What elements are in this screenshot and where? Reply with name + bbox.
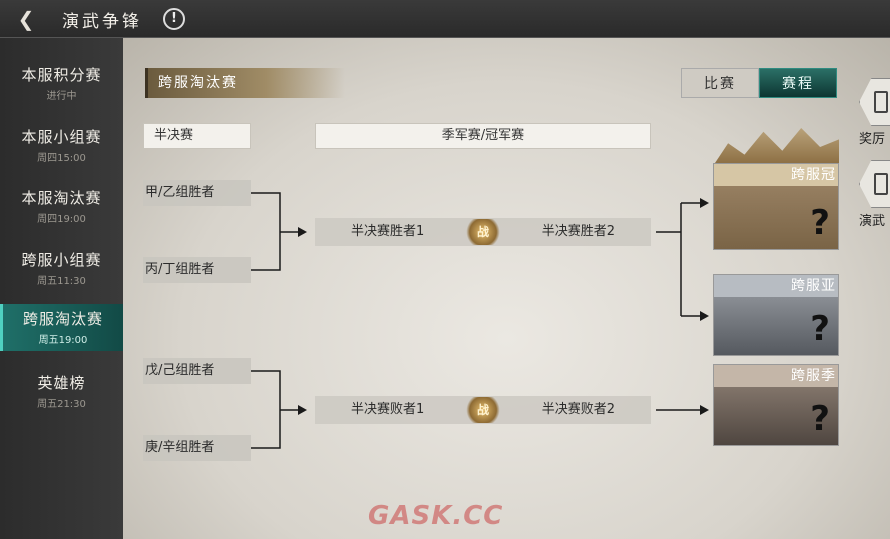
sidebar-item-hero-rank[interactable]: 英雄榜 周五21:30 <box>0 368 123 416</box>
rules-button-label: 演武 <box>859 214 886 229</box>
main-panel: 跨服淘汰赛 比赛 赛程 半决赛 季军赛/冠军赛 甲/乙组胜者 丙/丁组胜者 戊/… <box>123 38 890 539</box>
section-title: 跨服淘汰赛 <box>145 68 345 98</box>
semi-final-header: 半决赛 <box>143 123 251 149</box>
sidebar-item-label: 本服小组赛 <box>21 128 102 146</box>
page-title: 演武争锋 <box>62 12 142 32</box>
third-place-reward-card[interactable]: 跨服季 ? <box>713 364 839 446</box>
unknown-mark: ? <box>810 203 830 243</box>
sidebar-item-label: 跨服淘汰赛 <box>22 310 103 328</box>
rules-button[interactable]: 演武 <box>859 160 890 230</box>
sidebar: 本服积分赛 进行中 本服小组赛 周四15:00 本服淘汰赛 周四19:00 跨服… <box>0 38 123 539</box>
semi-slot-4: 庚/辛组胜者 <box>143 435 251 461</box>
sidebar-item-label: 英雄榜 <box>37 374 86 392</box>
reward-icon <box>859 78 890 126</box>
semi-slot-2: 丙/丁组胜者 <box>143 257 251 283</box>
runner-up-reward-card[interactable]: 跨服亚 ? <box>713 274 839 356</box>
sidebar-item-local-group[interactable]: 本服小组赛 周四15:00 <box>0 122 123 170</box>
sidebar-item-time: 周五19:00 <box>38 335 88 346</box>
chevron-left-icon: ❮ <box>17 7 35 31</box>
sidebar-item-cross-knockout[interactable]: 跨服淘汰赛 周五19:00 <box>0 304 123 351</box>
final-header: 季军赛/冠军赛 <box>315 123 651 149</box>
back-button[interactable]: ❮ <box>6 6 46 32</box>
tab-schedule[interactable]: 赛程 <box>759 68 837 98</box>
info-icon[interactable]: ! <box>163 8 185 30</box>
sidebar-item-label: 跨服小组赛 <box>21 251 102 269</box>
sidebar-item-label: 本服淘汰赛 <box>21 189 102 207</box>
unknown-mark: ? <box>810 399 830 439</box>
final-match: 半决赛胜者1 战 半决赛胜者2 <box>315 218 651 246</box>
reward-button-label: 奖厉 <box>859 132 886 147</box>
tab-group: 比赛 赛程 <box>681 68 838 98</box>
tab-match[interactable]: 比赛 <box>681 68 759 98</box>
sidebar-item-time: 周四15:00 <box>37 153 86 164</box>
top-bar: ❮ 演武争锋 ! <box>0 0 890 38</box>
third-place-match: 半决赛败者1 战 半决赛败者2 <box>315 396 651 424</box>
vs-icon: 战 <box>465 397 501 423</box>
runner-up-banner: 跨服亚 <box>714 275 838 297</box>
sidebar-item-label: 本服积分赛 <box>21 66 102 84</box>
sidebar-item-local-points[interactable]: 本服积分赛 进行中 <box>0 60 123 108</box>
sidebar-item-local-knockout[interactable]: 本服淘汰赛 周四19:00 <box>0 183 123 231</box>
sidebar-item-time: 周四19:00 <box>37 214 86 225</box>
reward-button[interactable]: 奖厉 <box>859 78 890 148</box>
sidebar-item-time: 进行中 <box>46 91 77 102</box>
watermark: GASK.CC <box>368 501 504 531</box>
section-title-text: 跨服淘汰赛 <box>158 75 238 91</box>
vs-icon: 战 <box>465 219 501 245</box>
book-icon <box>859 160 890 208</box>
third-right: 半决赛败者2 <box>541 402 615 417</box>
final-right: 半决赛胜者2 <box>541 224 615 239</box>
semi-slot-1: 甲/乙组胜者 <box>143 180 251 206</box>
champion-banner: 跨服冠 <box>714 164 838 186</box>
third-place-banner: 跨服季 <box>714 365 838 387</box>
unknown-mark: ? <box>810 309 830 349</box>
sidebar-item-time: 周五11:30 <box>37 276 86 287</box>
champion-reward-card[interactable]: 跨服冠 ? <box>713 163 839 250</box>
final-left: 半决赛胜者1 <box>351 224 425 239</box>
semi-slot-3: 戊/己组胜者 <box>143 358 251 384</box>
sidebar-item-time: 周五21:30 <box>37 399 86 410</box>
sidebar-item-cross-group[interactable]: 跨服小组赛 周五11:30 <box>0 245 123 293</box>
bracket-lines <box>251 192 709 449</box>
third-left: 半决赛败者1 <box>351 402 425 417</box>
